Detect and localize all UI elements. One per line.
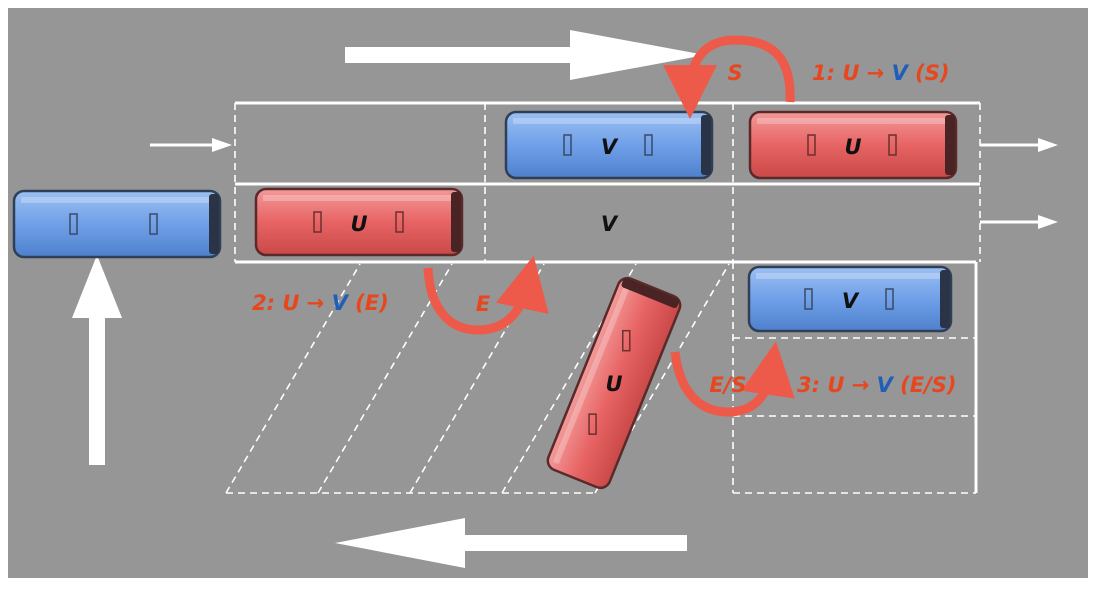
bus-v-lower-right-label: V	[842, 289, 860, 313]
bus-entering	[12, 189, 222, 259]
bus-u-angled-label: U	[605, 372, 622, 396]
bus-v-top-middle: V	[504, 110, 714, 180]
case-3-annotation: 3: U → V (E/S)	[797, 373, 957, 397]
arrow-left-icon	[335, 518, 687, 568]
lane-exit-arrow-icon	[980, 215, 1058, 229]
curved-arrow-icon	[670, 341, 795, 417]
bus-u-top-right: U	[748, 110, 958, 180]
lane-entry-arrow-icon	[150, 138, 232, 152]
arrow-right-icon	[345, 30, 705, 80]
curved-arrow-icon	[423, 255, 549, 335]
slot-label-v: V	[601, 212, 619, 236]
curved-arrow-icon	[663, 35, 795, 119]
bus-u-angled: U	[546, 276, 682, 490]
lane-exit-arrow-icon	[980, 138, 1058, 152]
bus-u-middle-left-label: U	[350, 212, 367, 236]
arc-label-2: E	[476, 292, 491, 316]
bus-v-top-middle-label: V	[601, 135, 619, 159]
arrow-up-icon	[72, 255, 122, 465]
arc-label-3: E/S	[709, 373, 746, 397]
arc-label-1: S	[727, 61, 742, 85]
bus-v-lower-right: V	[747, 265, 953, 333]
bus-u-top-right-label: U	[844, 135, 861, 159]
case-1-annotation: 1: U → V (S)	[812, 61, 950, 85]
bus-u-middle-left: U	[254, 187, 464, 257]
case-2-annotation: 2: U → V (E)	[252, 291, 389, 315]
